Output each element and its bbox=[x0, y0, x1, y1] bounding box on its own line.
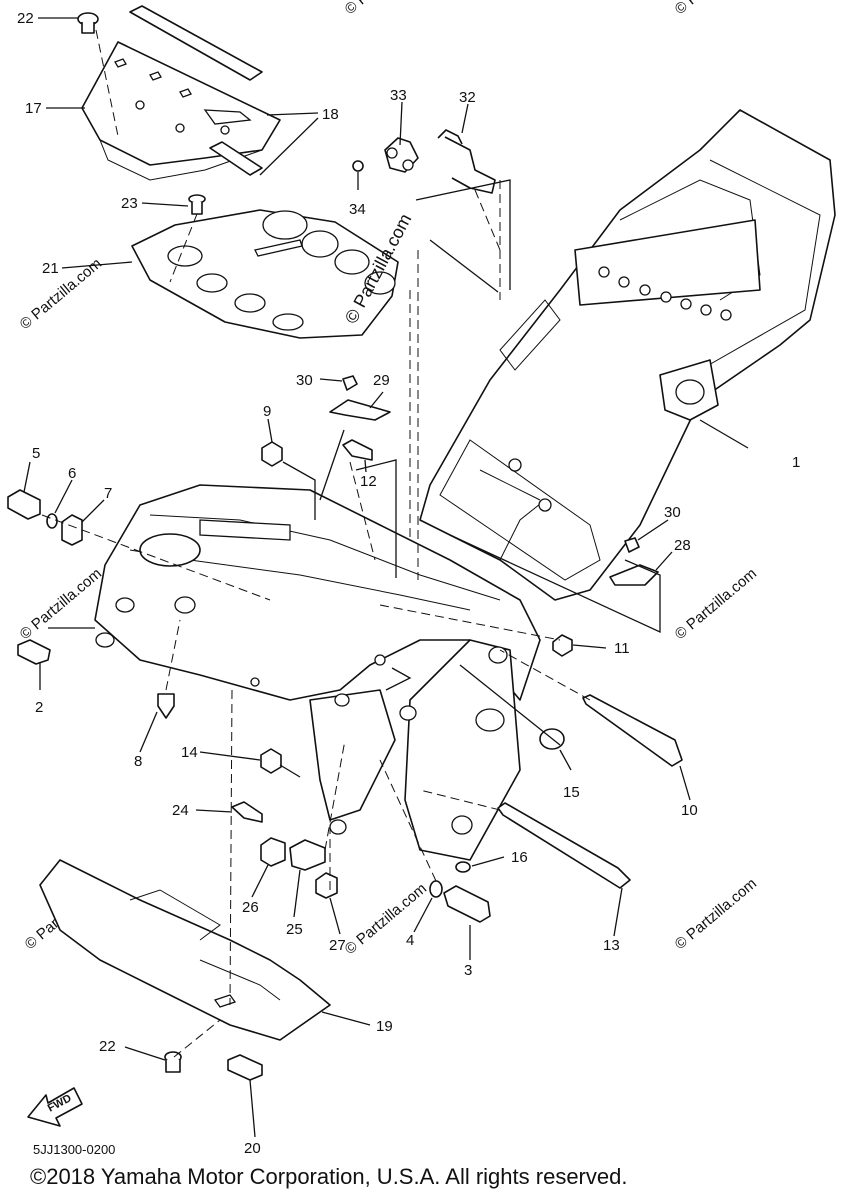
callout-15: 15 bbox=[563, 784, 580, 801]
front-frame-spar bbox=[94, 484, 541, 861]
callout-28: 28 bbox=[674, 537, 691, 554]
copyright-notice: ©2018 Yamaha Motor Corporation, U.S.A. A… bbox=[30, 1164, 628, 1189]
callout-5: 5 bbox=[32, 445, 40, 462]
callout-4: 4 bbox=[406, 932, 414, 949]
callout-13: 13 bbox=[603, 937, 620, 954]
watermark: © Partzilla.com bbox=[17, 565, 105, 643]
callout-7: 7 bbox=[104, 485, 112, 502]
callout-29: 29 bbox=[373, 372, 390, 389]
callout-2: 2 bbox=[35, 699, 43, 716]
callout-19: 19 bbox=[376, 1018, 393, 1035]
callout-16: 16 bbox=[511, 849, 528, 866]
callout-20: 20 bbox=[244, 1140, 261, 1157]
callout-30: 30 bbox=[664, 504, 681, 521]
callout-9: 9 bbox=[263, 403, 271, 420]
upper-cover-assembly bbox=[77, 5, 281, 181]
callout-22: 22 bbox=[99, 1038, 116, 1055]
lower-cover-assembly bbox=[39, 859, 331, 1081]
leader-lines bbox=[23, 17, 749, 1138]
callouts: 1 2 3 4 5 6 7 8 9 10 11 12 13 14 15 16 1… bbox=[17, 10, 800, 1157]
callout-6: 6 bbox=[68, 465, 76, 482]
diagram-code: 5JJ1300-0200 bbox=[33, 1142, 116, 1157]
callout-17: 17 bbox=[25, 100, 42, 117]
watermark: © Partzilla.com bbox=[672, 0, 760, 18]
callout-24: 24 bbox=[172, 802, 189, 819]
callout-30: 30 bbox=[296, 372, 313, 389]
hardware-parts bbox=[7, 375, 683, 923]
callout-10: 10 bbox=[681, 802, 698, 819]
callout-18: 18 bbox=[322, 106, 339, 123]
callout-23: 23 bbox=[121, 195, 138, 212]
callout-1: 1 bbox=[792, 454, 800, 471]
callout-22: 22 bbox=[17, 10, 34, 27]
callout-34: 34 bbox=[349, 201, 366, 218]
watermark: © Partzilla.com bbox=[672, 565, 760, 643]
callout-11: 11 bbox=[614, 640, 630, 657]
callout-26: 26 bbox=[242, 899, 259, 916]
callout-32: 32 bbox=[459, 89, 476, 106]
callout-33: 33 bbox=[390, 87, 407, 104]
callout-25: 25 bbox=[286, 921, 303, 938]
main-frame bbox=[419, 109, 836, 601]
watermark: © Partzilla.com bbox=[342, 880, 430, 958]
watermark: © Partzilla.com bbox=[342, 0, 430, 18]
callout-21: 21 bbox=[42, 260, 59, 277]
callout-8: 8 bbox=[134, 753, 142, 770]
watermark: © Partzilla.com bbox=[17, 255, 105, 333]
callout-3: 3 bbox=[464, 962, 472, 979]
callout-27: 27 bbox=[329, 937, 346, 954]
fwd-arrow-icon: FWD bbox=[27, 1087, 83, 1127]
callout-14: 14 bbox=[181, 744, 198, 761]
seat-cover-plate bbox=[131, 194, 399, 339]
assembly-lines bbox=[41, 29, 661, 1058]
callout-12: 12 bbox=[360, 473, 377, 490]
watermark: © Partzilla.com bbox=[672, 875, 760, 953]
top-bracket-assembly bbox=[352, 129, 496, 194]
